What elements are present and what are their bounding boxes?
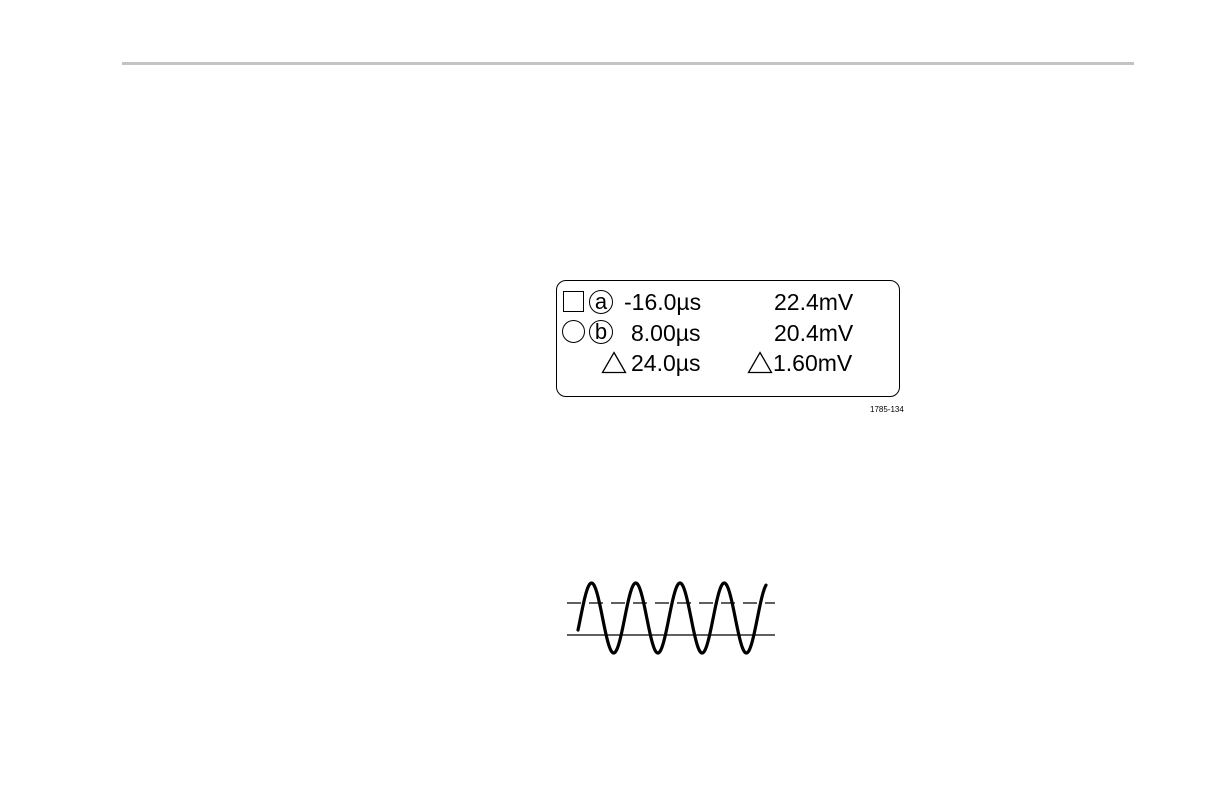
square-cursor-icon: [563, 291, 584, 312]
cursor-a-voltage: 22.4mV: [774, 289, 853, 315]
cursor-a-badge: a: [589, 290, 613, 314]
delta-time: 24.0µs: [631, 350, 701, 376]
delta-voltage-icon: [747, 351, 773, 374]
circle-cursor-icon: [562, 320, 585, 343]
delta-time-icon: [601, 351, 627, 374]
delta-voltage: 1.60mV: [773, 350, 852, 376]
sine-waveform-icon: [560, 572, 780, 664]
cursor-b-voltage: 20.4mV: [774, 320, 853, 346]
cursor-a-time: -16.0µs: [624, 289, 701, 315]
cursor-readout-box: a -16.0µs 22.4mV b 8.00µs 20.4mV 24.0µs …: [556, 280, 900, 397]
cursor-b-time: 8.00µs: [631, 320, 701, 346]
cursor-b-badge: b: [589, 320, 613, 344]
header-rule: [122, 62, 1134, 65]
figure-id: 1785-134: [870, 405, 904, 414]
